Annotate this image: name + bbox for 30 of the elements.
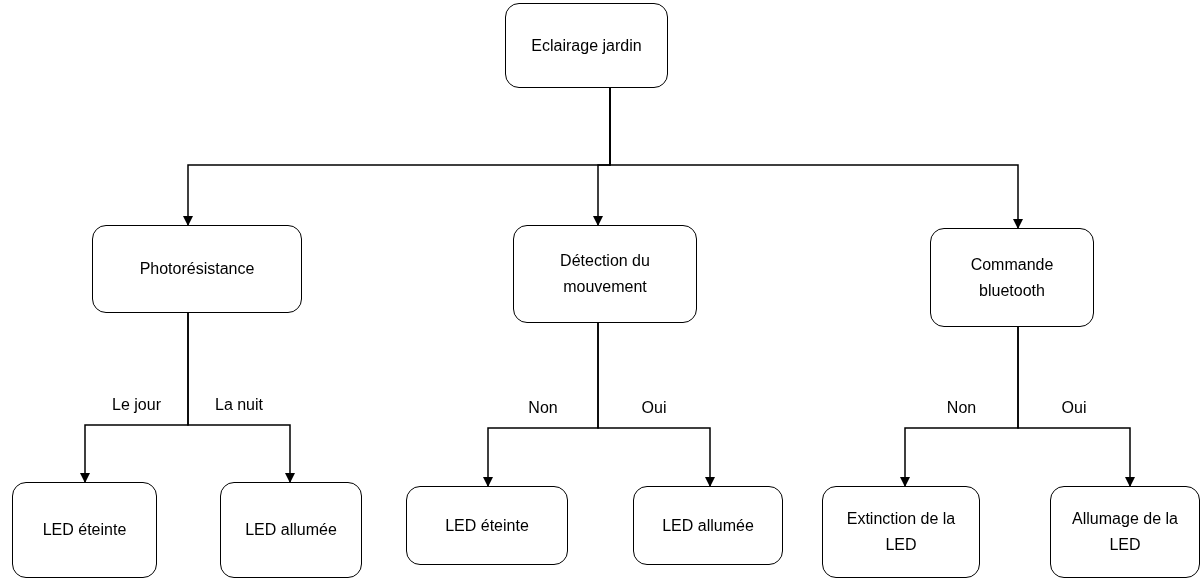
process-box	[92, 225, 302, 313]
box-text: Photorésistance	[139, 259, 255, 280]
edge-label: Non	[946, 400, 977, 416]
arrow	[187, 312, 295, 483]
box-text: Commande bluetooth	[969, 254, 1055, 301]
process-box	[513, 225, 697, 323]
edge-label: La nuit	[215, 397, 263, 413]
process-box	[406, 486, 568, 565]
box-text: LED allumée	[245, 520, 337, 541]
edge-label: Le jour	[112, 397, 161, 413]
box-text: Eclairage jardin	[531, 35, 642, 56]
edge-label: Oui	[1061, 400, 1087, 416]
box-text: Détection du mouvement	[559, 251, 651, 297]
edge-label: Non	[528, 400, 558, 416]
process-box	[505, 3, 668, 88]
process-box	[1050, 486, 1200, 578]
box-text: LED éteinte	[42, 520, 127, 541]
box-text: Allumage de la LED	[1071, 509, 1179, 555]
arrow	[597, 322, 715, 487]
process-box	[930, 228, 1094, 327]
box-text: LED allumée	[662, 515, 754, 536]
process-box	[633, 486, 783, 565]
process-box	[822, 486, 980, 578]
process-box	[220, 482, 362, 578]
box-text: Extinction de la LED	[845, 509, 957, 555]
edge-label: Oui	[641, 400, 667, 416]
arrow	[1017, 326, 1135, 487]
box-text: LED éteinte	[445, 515, 529, 536]
process-box	[12, 482, 157, 578]
arrow	[609, 87, 1023, 229]
